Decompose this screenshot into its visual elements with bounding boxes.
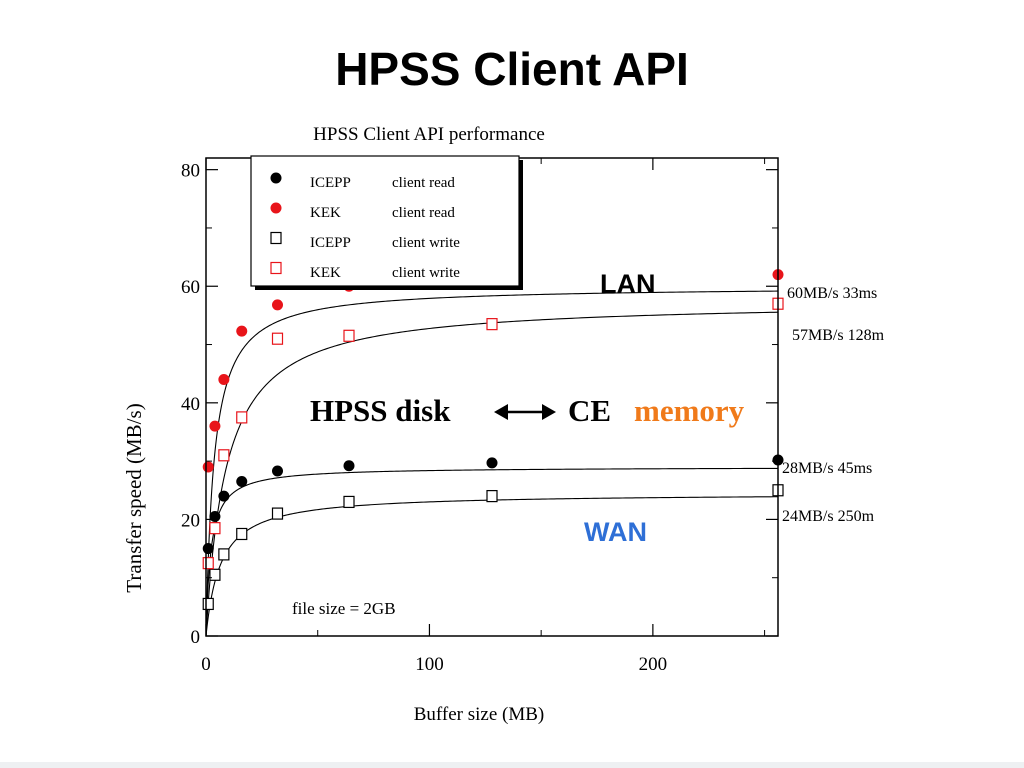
x-tick-label: 100 (415, 654, 444, 675)
data-point-icepp-client-read (236, 476, 248, 488)
memory-label: memory (634, 393, 745, 428)
data-point-icepp-client-write (271, 507, 284, 520)
fit-curve-kek-client-read (206, 290, 778, 636)
x-axis-label: Buffer size (MB) (414, 704, 545, 725)
lan-label: LAN (600, 269, 656, 299)
x-tick-label: 0 (201, 654, 211, 675)
data-point-kek-client-write (218, 449, 230, 462)
transfer-right-label: CE (568, 393, 611, 428)
legend-label: client write (392, 235, 460, 251)
data-point-icepp-client-write (486, 489, 498, 503)
wan-label: WAN (584, 517, 647, 547)
fit-curve-icepp-client-read (206, 467, 778, 636)
fit-curve-kek-client-write (206, 311, 778, 636)
y-tick-label: 60 (181, 277, 200, 298)
data-point-icepp-client-write (209, 568, 221, 581)
data-point-kek-client-write (202, 557, 214, 570)
data-point-kek-client-read (209, 420, 221, 432)
series-label-kek-read: 60MB/s 33ms (787, 285, 877, 302)
data-point-kek-client-write (486, 318, 498, 331)
data-point-kek-client-read (202, 461, 214, 473)
series-label-icepp-read: 28MB/s 45ms (782, 460, 872, 477)
double-arrow-icon (494, 404, 556, 420)
legend-label: client write (392, 265, 460, 281)
file-size-note: file size = 2GB (292, 599, 396, 618)
y-axis-label: Transfer speed (MB/s) (122, 403, 146, 592)
data-point-kek-client-write (209, 522, 221, 535)
data-point-icepp-client-write (202, 597, 214, 611)
legend-marker-kek-client-read (270, 202, 282, 214)
series-label-kek-write: 57MB/s 128m (792, 327, 885, 344)
slide-title: HPSS Client API (335, 43, 689, 95)
y-tick-label: 0 (191, 627, 201, 648)
y-tick-label: 80 (181, 161, 200, 182)
data-point-kek-client-write (271, 332, 284, 345)
data-point-kek-client-read (218, 374, 230, 386)
legend-label: client read (392, 205, 455, 221)
axis-ticks: 0 20 40 60 80 0 100 200 (181, 158, 778, 675)
data-point-icepp-client-read (343, 460, 355, 472)
legend-marker-icepp-client-read (270, 172, 282, 184)
data-point-icepp-client-write (218, 548, 230, 561)
footer-strip (0, 762, 1024, 768)
data-point-kek-client-write (236, 411, 248, 424)
data-point-kek-client-read (236, 325, 248, 337)
y-tick-label: 20 (181, 510, 200, 531)
legend-marker-kek-client-write (270, 261, 282, 275)
data-point-icepp-client-read (486, 457, 498, 469)
legend-marker-icepp-client-write (270, 231, 282, 245)
series-label-icepp-write: 24MB/s 250m (782, 508, 875, 525)
legend-label: KEK (310, 265, 341, 281)
legend-label: ICEPP (310, 175, 351, 191)
data-point-icepp-client-read (202, 543, 214, 555)
data-point-icepp-client-write (236, 527, 248, 541)
transfer-left-label: HPSS disk (310, 393, 451, 428)
x-tick-label: 200 (639, 654, 668, 675)
data-point-icepp-client-read (218, 490, 230, 502)
data-point-icepp-client-read (209, 511, 221, 522)
chart-title: HPSS Client API performance (313, 124, 545, 145)
legend-label: KEK (310, 205, 341, 221)
data-point-kek-client-write (343, 329, 355, 342)
data-point-kek-client-read (272, 299, 283, 311)
y-tick-label: 40 (181, 394, 200, 415)
data-point-icepp-client-read (272, 465, 283, 477)
legend-label: client read (392, 175, 455, 191)
legend-label: ICEPP (310, 235, 351, 251)
data-points (202, 269, 784, 611)
data-point-icepp-client-write (343, 495, 355, 509)
